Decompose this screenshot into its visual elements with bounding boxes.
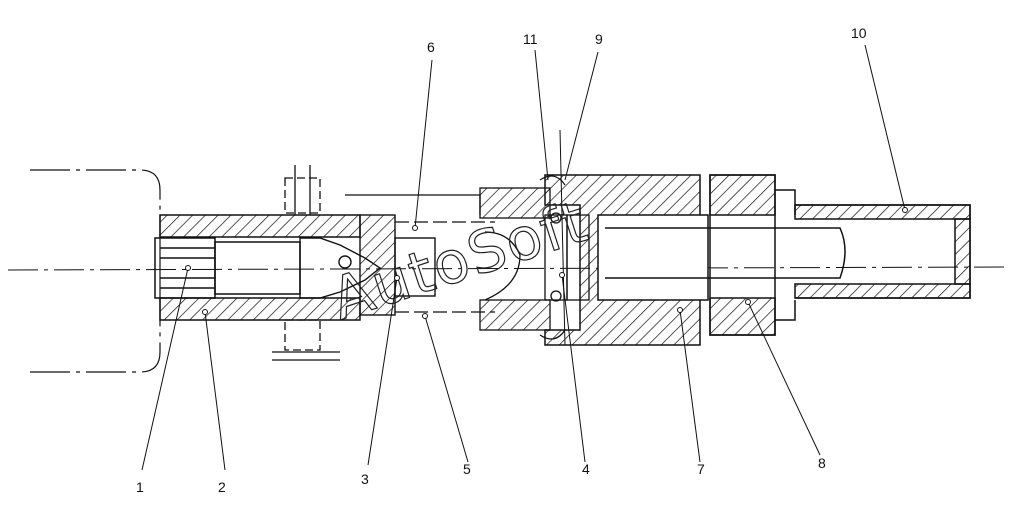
callout-3: 3 (361, 471, 369, 487)
leader-lines (141, 44, 906, 471)
callout-9: 9 (595, 31, 603, 47)
plunger-3 (299, 214, 436, 316)
left-mounting-outline (30, 169, 161, 373)
end-tube-10 (605, 204, 971, 299)
callout-10: 10 (851, 25, 867, 41)
callout-6: 6 (427, 39, 435, 55)
watermark-logo: AutoSoft (323, 187, 596, 334)
callout-5: 5 (463, 461, 471, 477)
main-body-7 (544, 129, 709, 346)
callout-2: 2 (218, 479, 226, 495)
set-screw (272, 165, 340, 361)
callout-7: 7 (697, 461, 705, 477)
callout-1: 1 (136, 479, 144, 495)
nut-8 (709, 174, 796, 336)
callout-4: 4 (582, 461, 590, 477)
seal-ring-4-9 (539, 175, 590, 340)
leader-dots (185, 207, 908, 319)
callout-11: 11 (523, 31, 538, 47)
callout-8: 8 (818, 455, 826, 471)
sleeve-5 (345, 187, 551, 331)
